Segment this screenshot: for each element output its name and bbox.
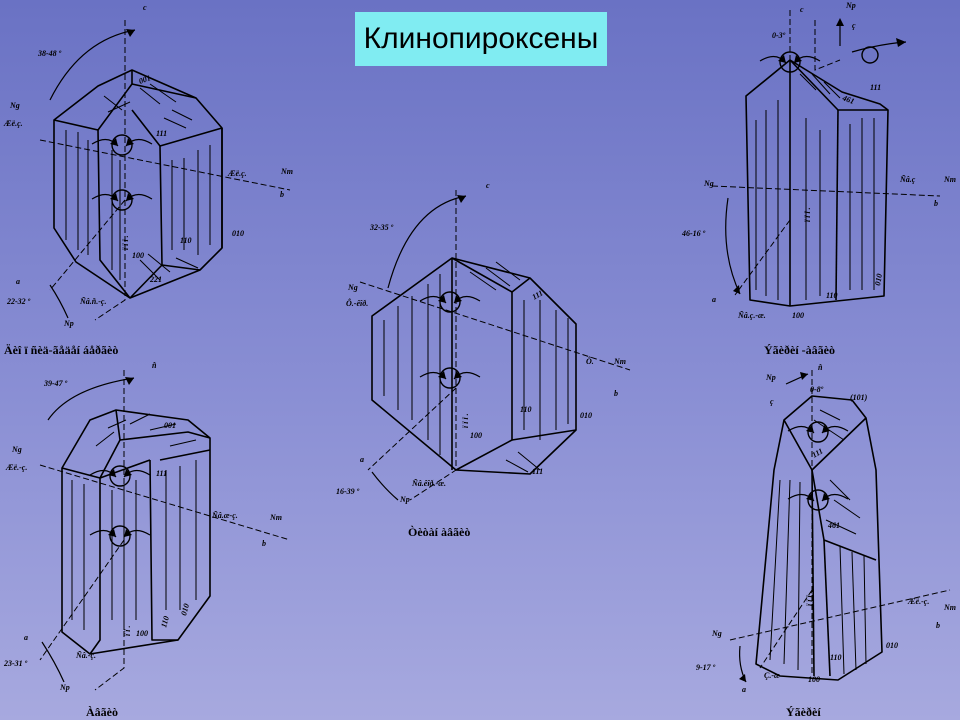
face-100: 100 [132, 251, 144, 260]
face-010: 010 [232, 229, 244, 238]
a-axis-label: a [742, 685, 746, 694]
axis-c-label: ñ [818, 363, 823, 372]
a-axis-label: a [712, 295, 716, 304]
nm-sub-label: Æë.ç. [227, 169, 247, 178]
ng-label: Ng [703, 179, 714, 188]
caption-augite: Àâãèò [86, 705, 118, 719]
a-axis-label: a [16, 277, 20, 286]
angle-low-label: 16-39 º [336, 487, 360, 496]
np-label: Np [399, 495, 410, 504]
angle-low-label: 9-17 º [696, 663, 716, 672]
face-461: 461 [840, 93, 855, 106]
angle-low-label: 22-32 º [6, 297, 31, 306]
face-100: 100 [136, 629, 148, 638]
angle-label: 0-3º [772, 31, 786, 40]
nm-sub-label: Ô. [586, 356, 594, 366]
np-sub-label: Ñâ.ñ.-ç. [79, 297, 106, 306]
top-mark: ç [770, 397, 774, 406]
a-axis-label: a [360, 455, 364, 464]
face-100: 100 [792, 311, 804, 320]
cleavage-label: ï ï ï . [805, 591, 814, 606]
face-010: 010 [886, 641, 898, 650]
crystal-aegirine-augite: c Np ç 0-3º Ng Ñâ.ç Nm b a 46-16 º Ñâ.ç.… [681, 1, 956, 357]
crystal-augite: ñ 39-47 º Ng Æë.-ç. Nm Ñâ.æ-ç. b a 23-31… [3, 361, 291, 719]
ng-sub-label: Æë.-ç. [5, 463, 27, 472]
face-100: 100 [808, 675, 820, 684]
nm-label: Nm [613, 357, 626, 366]
face-001: 001 [164, 421, 176, 430]
face-221: 221 [149, 275, 162, 284]
face-110: 110 [159, 615, 171, 628]
face-111: 111 [811, 446, 825, 459]
np-label: Np [765, 373, 776, 382]
np-label: Np [845, 1, 856, 10]
angle-label: 32-35 º [369, 223, 394, 232]
b-axis-label: b [280, 190, 284, 199]
b-axis-label: b [262, 539, 266, 548]
nm-sub-label: Ñâ.æ-ç. [211, 511, 238, 520]
angle-low-label: 23-31 º [3, 659, 28, 668]
b-axis-label: b [934, 199, 938, 208]
face-111-bottom: 111 [532, 467, 543, 476]
face-010: 010 [580, 411, 592, 420]
face-001: 001 [138, 73, 152, 86]
ng-label: Ng [711, 629, 722, 638]
face-111: 111 [870, 83, 881, 92]
slide-title: Клинопироксены [355, 12, 607, 66]
nm-label: Nm [943, 603, 956, 612]
face-010: 010 [179, 603, 191, 617]
face-110: 110 [180, 236, 192, 245]
np-label: Np [59, 683, 70, 692]
face-111: 111 [156, 129, 167, 138]
ng-sub-label: Æë.ç. [3, 119, 23, 128]
angle-label: 0-8º [810, 385, 824, 394]
axis-c-label: c [800, 5, 804, 14]
face-110: 110 [826, 291, 838, 300]
nm-label: Nm [943, 175, 956, 184]
caption-titanaugite: Òèòàí àâãèò [408, 525, 470, 539]
axis-c-label: ñ [152, 361, 157, 370]
axis-c-label: c [143, 3, 147, 12]
face-100: 100 [470, 431, 482, 440]
crystal-titanaugite: c 32-35 º Ng Ô.-êîð. Nm Ô. b a 16-39 º Ñ… [336, 181, 631, 539]
angle-label: 38-48 º [37, 49, 62, 58]
face-110: 110 [520, 405, 532, 414]
cleavage-label: ï ï ï . [461, 413, 470, 428]
caption-diopside: Äèî ï ñèä-ãåäåí áåðãèò [4, 343, 118, 357]
b-axis-label: b [614, 389, 618, 398]
ng-sub-label: Ñâ.ç [899, 175, 916, 184]
nm-label: Nm [269, 513, 282, 522]
np-sub-label: Ñâ.-ç. [75, 651, 96, 660]
caption-aegirine: Ýãèðèí [786, 705, 821, 719]
top-mark: ç [852, 21, 856, 30]
ng-label: Ng [11, 445, 22, 454]
angle-label: 39-47 º [43, 379, 68, 388]
np-label: Np [63, 319, 74, 328]
ng-sub-label: Ô.-êîð. [346, 298, 368, 308]
face-461: 461 [827, 521, 840, 530]
face-010: 010 [873, 273, 884, 286]
face-101: (101) [850, 393, 868, 402]
face-110: 110 [830, 653, 842, 662]
crystal-diopside: c 38-48 º Ng Æë.ç. Nm Æë.ç. b a 22-32 º … [3, 3, 293, 357]
caption-aegirine-augite: Ýãèðèí -àâãèò [764, 343, 835, 357]
ng-label: Ng [9, 101, 20, 110]
nm-sub-label: Æë.-ç. [907, 597, 929, 606]
angle-low-label: 46-16 º [681, 229, 706, 238]
np-sub-label: Ç.-æ [764, 671, 780, 680]
cleavage-label: ï ï . [123, 626, 132, 636]
cleavage-label: ï ï ï . [803, 207, 812, 222]
np-sub-label: Ñâ.ç.-æ. [737, 311, 766, 320]
axis-c-label: c [486, 181, 490, 190]
a-axis-label: a [24, 633, 28, 642]
np-sub-label: Ñâ.êîð.-æ. [411, 479, 446, 488]
b-axis-label: b [936, 621, 940, 630]
crystal-aegirine: ñ Np ç 0-8º Ng Æë.-ç. Nm b a 9-17 º Ç.-æ… [696, 363, 956, 719]
face-111: 111 [156, 469, 167, 478]
cleavage-label: ï ï ï . [121, 235, 130, 250]
ng-label: Ng [347, 283, 358, 292]
nm-label: Nm [280, 167, 293, 176]
